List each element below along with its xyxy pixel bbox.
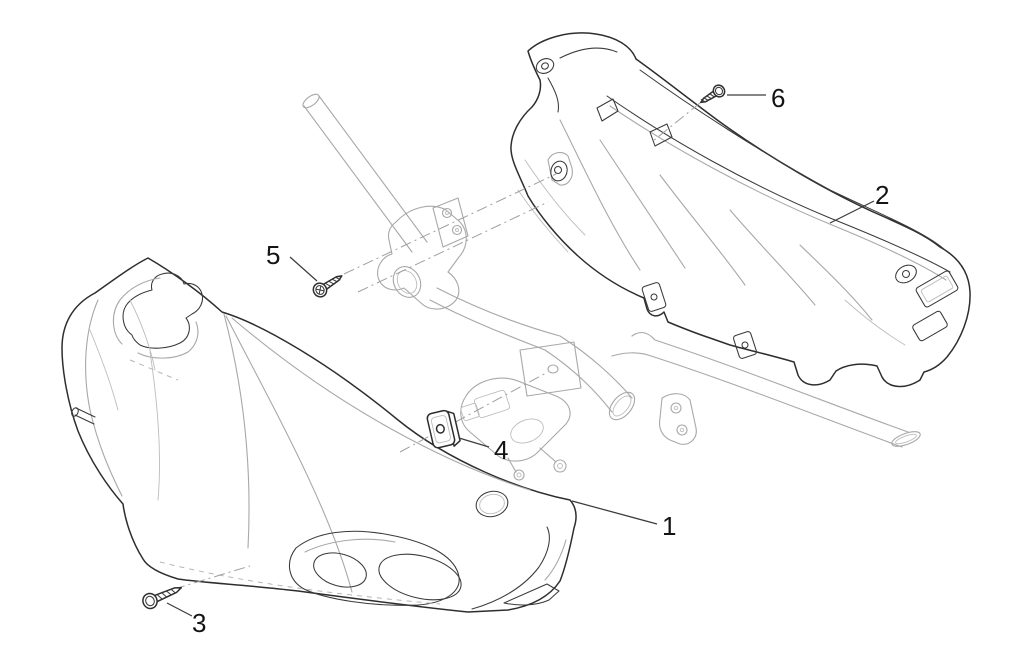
callout-leader-1 — [571, 500, 658, 525]
callout-label-4[interactable]: 4 — [494, 435, 508, 465]
part-3-screw-drawing — [142, 586, 183, 610]
callout-label-6[interactable]: 6 — [771, 83, 785, 113]
part-6-screw-drawing — [700, 84, 726, 104]
callout-leader-3 — [166, 602, 193, 617]
callout-labels: 1 2 3 4 5 6 — [192, 83, 889, 638]
part-1-front-handlebar-cover-drawing — [61, 257, 577, 613]
callout-leader-5 — [289, 256, 318, 282]
part-5-screw-drawing — [312, 275, 343, 298]
callout-leader-2 — [829, 200, 875, 224]
callout-label-1[interactable]: 1 — [662, 511, 676, 541]
part-2-rear-handlebar-cover-drawing — [510, 32, 971, 388]
callout-leader-4 — [458, 437, 490, 448]
callout-leader-lines — [166, 94, 875, 617]
callout-label-5[interactable]: 5 — [266, 240, 280, 270]
part-4-clip-nut-drawing — [426, 409, 461, 449]
assembly-axis-lines — [173, 102, 701, 590]
callout-label-3[interactable]: 3 — [192, 608, 206, 638]
handlebar-assembly-reference-drawing — [302, 93, 921, 481]
callout-label-2[interactable]: 2 — [875, 180, 889, 210]
